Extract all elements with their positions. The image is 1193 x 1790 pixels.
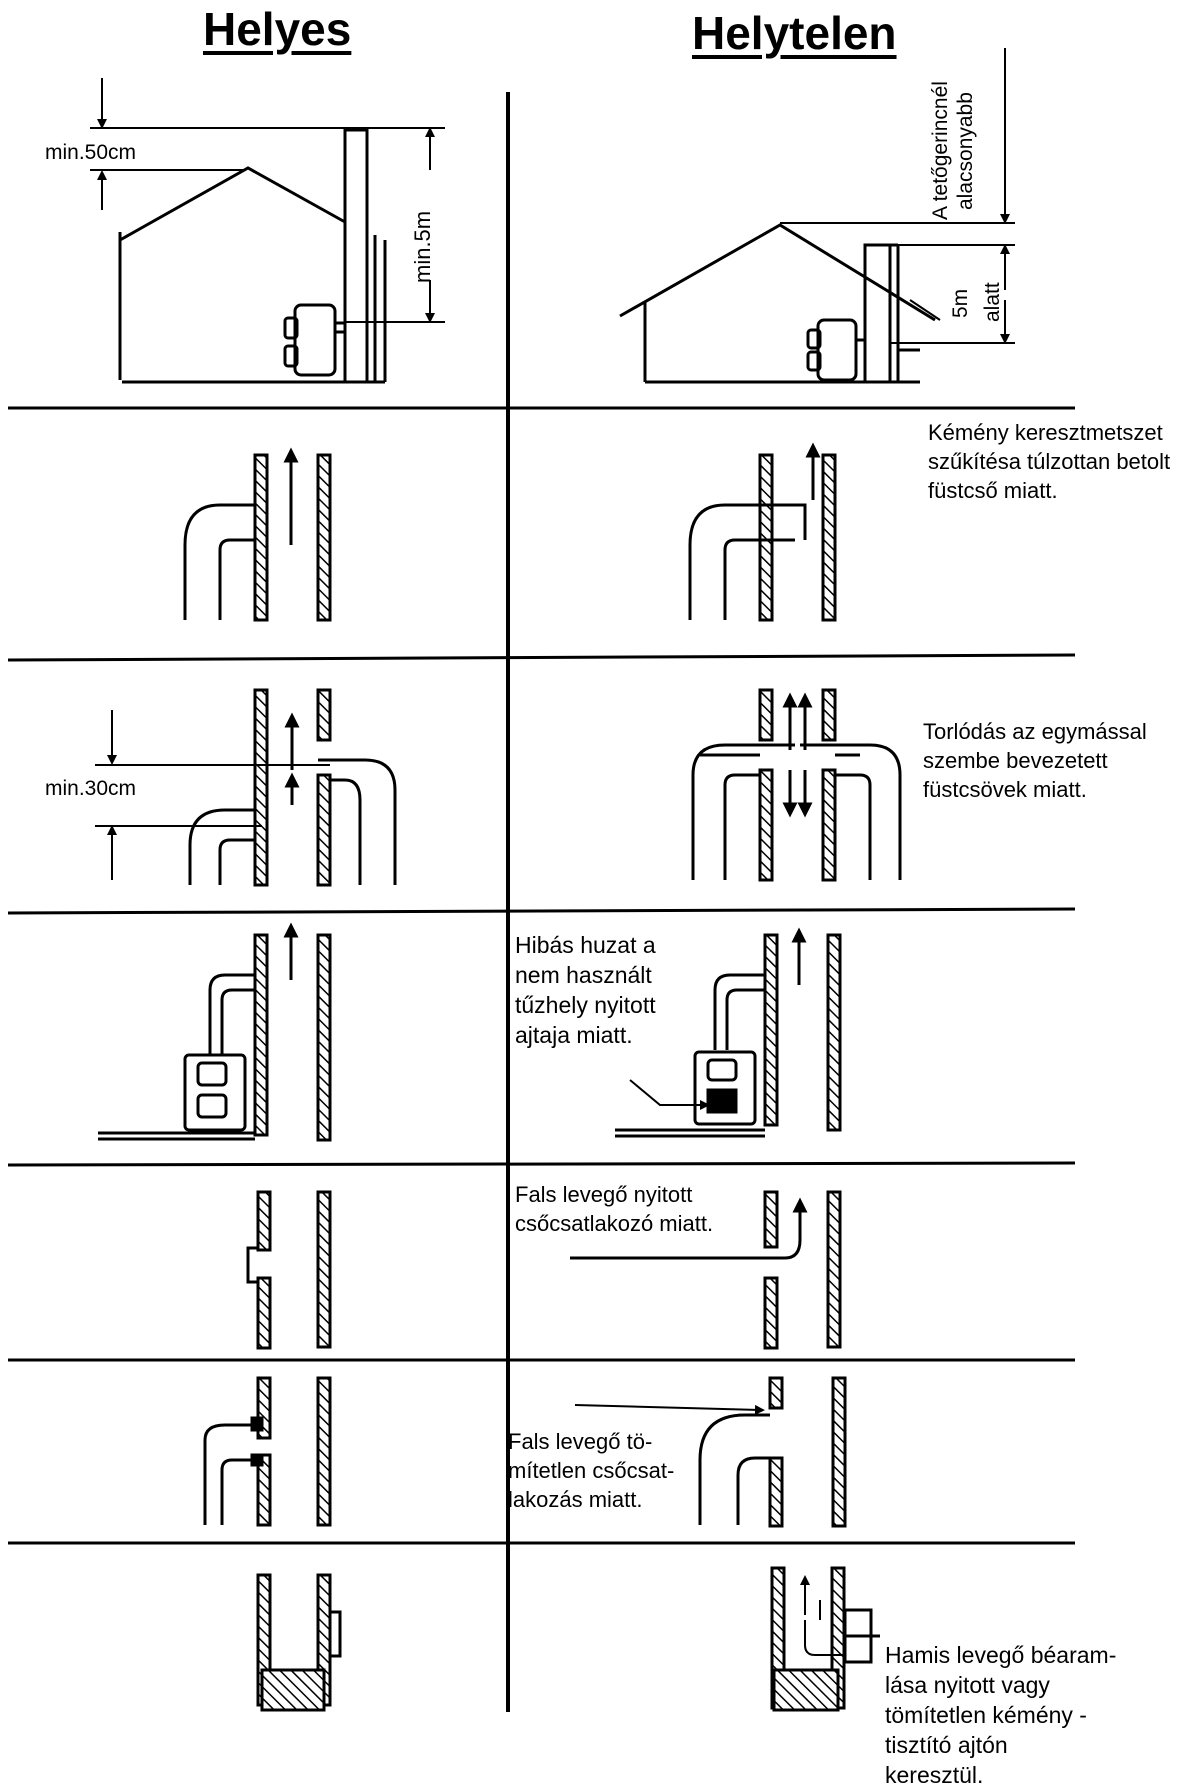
- dim-5m: [780, 48, 1015, 344]
- row-divider: [7, 653, 1076, 662]
- dim-label-30cm: min.30cm: [45, 777, 137, 800]
- row-divider: [7, 1161, 1076, 1167]
- flue-correct-row7: [256, 1573, 342, 1712]
- flue-correct-row3: [95, 688, 397, 887]
- house-correct: [118, 128, 387, 384]
- row-divider: [7, 907, 1076, 915]
- header-correct: Helyes: [203, 3, 352, 55]
- flue-incorrect-row5: [570, 1190, 842, 1350]
- caption-row6: Fals levegő tö-mítetlen csőcsat-lakozás …: [508, 1429, 675, 1512]
- flue-incorrect-row6: [574, 1376, 847, 1528]
- flue-correct-row2: [183, 447, 332, 622]
- flue-correct-row6: [203, 1376, 332, 1527]
- flue-incorrect-row2: [688, 442, 837, 622]
- flue-incorrect-row7: [770, 1566, 880, 1712]
- house-incorrect: [619, 223, 936, 384]
- flue-incorrect-row4: [615, 927, 842, 1138]
- flue-correct-row5: [246, 1190, 332, 1350]
- flue-incorrect-row3: [691, 688, 902, 882]
- dim-label-5m: min.5m: [410, 210, 435, 283]
- dim-label-under5m-2: alatt: [981, 282, 1004, 322]
- dim-50cm: [90, 78, 445, 323]
- dim-label-under5m-1: 5m: [949, 288, 972, 318]
- dim-label-ridge-1: A tetőgerincnél: [929, 81, 952, 220]
- dim-label-ridge-2: alacsonyabb: [954, 92, 977, 210]
- header-incorrect: Helytelen: [692, 7, 897, 59]
- flue-correct-row4: [98, 922, 332, 1142]
- dim-label-50cm: min.50cm: [45, 141, 137, 164]
